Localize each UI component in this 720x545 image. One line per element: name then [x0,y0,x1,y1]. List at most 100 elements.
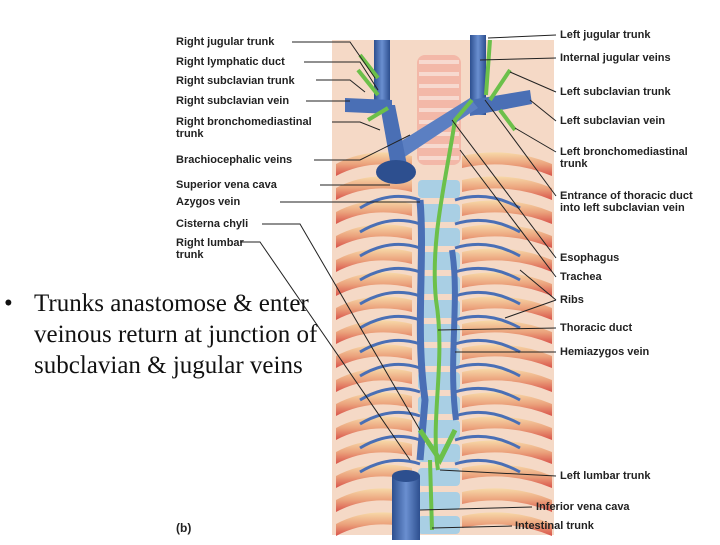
intercostal-vein [454,266,521,282]
label-internal-jugular-veins: Internal jugular veins [560,52,671,64]
label-inferior-vena-cava: Inferior vena cava [536,501,630,513]
intercostal-vein [359,338,421,354]
vertebra [418,228,460,246]
vertebra [418,252,460,270]
label-azygos-vein: Azygos vein [176,196,241,208]
intercostal-vein [454,314,521,330]
rib [462,464,552,488]
left-brachiocephalic-vein [390,98,478,160]
intercostal-vein [359,434,421,450]
label-left-bronchomediastinal-trunk: trunk [560,158,588,170]
trachea-ring [419,144,459,148]
rib [462,224,552,248]
rib [336,368,412,392]
right-brachiocephalic-vein [380,105,408,172]
rib [336,296,412,320]
label-trachea: Trachea [560,271,602,283]
rib [462,512,552,536]
intercostal-vein [359,242,421,258]
label-right-subclavian-vein: Right subclavian vein [176,95,290,107]
label-left-bronchomediastinal: Left bronchomediastinal [560,146,688,158]
figure-tag: (b) [176,521,192,535]
label-left-subclavian-trunk: Left subclavian trunk [560,86,671,98]
label-right-jugular-trunk: Right jugular trunk [176,36,275,48]
rib [336,320,412,344]
vertebra [418,180,460,198]
trachea-ring [419,72,459,76]
rib [336,224,412,248]
label-entrance-thoracic-duct-2: into left subclavian vein [560,202,685,214]
ribs [336,152,552,536]
label-left-subclavian-vein: Left subclavian vein [560,115,666,127]
intercostal-vein [359,386,421,402]
label-left-lumbar-trunk: Left lumbar trunk [560,470,651,482]
label-right-lumbar-trunk: trunk [176,249,204,261]
trachea-ring [419,96,459,100]
vertebra [418,276,460,294]
rib [336,392,412,416]
rib [462,392,552,416]
trachea-ring [419,156,459,160]
intercostal-vein [359,314,421,330]
label-entrance-thoracic-duct: Entrance of thoracic duct [560,190,693,202]
label-hemiazygos-vein: Hemiazygos vein [560,346,650,358]
leader-lines [240,34,557,529]
trachea-ring [419,84,459,88]
cisterna-chyli [417,428,458,465]
intercostal-vein [454,338,521,354]
intercostal-vein [454,434,521,450]
intercostal-vein [454,242,521,258]
bullet-text: Trunks anastomose & enter veinous return… [34,290,318,379]
label-left-jugular-trunk: Left jugular trunk [560,29,651,41]
label-superior-vena-cava: Superior vena cava [176,179,277,191]
label-right-bronchomediastinal-trunk: trunk [176,128,204,140]
intercostal-vein [454,458,521,474]
rib [462,344,552,368]
rib [462,368,552,392]
vertebra [418,492,460,510]
intestinal-trunk-line [428,459,434,531]
rib [462,488,552,512]
label-esophagus: Esophagus [560,252,620,264]
rib [462,416,552,440]
trachea-ring [419,108,459,112]
trachea-ring [419,60,459,64]
intercostal-vein [359,458,421,474]
label-cisterna-chyli: Cisterna chyli [176,218,249,230]
label-right-lumbar: Right lumbar [176,237,244,249]
left-lymph-trunks-line [484,39,517,132]
rib [336,344,412,368]
left-internal-jugular-vein [470,35,486,115]
rib [336,440,412,464]
vertebra [418,444,460,462]
intercostal-vein [359,194,421,210]
intercostal-vein [359,410,421,426]
intercostal-vein [454,218,521,234]
thoracic-duct-line [432,98,474,471]
intercostal-vein [359,290,421,306]
vertebra [418,516,460,534]
rib [462,296,552,320]
intercostal-vein [454,410,521,426]
intercostal-vein [454,194,521,210]
intercostal-vein [454,362,521,378]
right-lymphatic-duct-line [356,53,390,122]
superior-vena-cava [376,160,416,184]
intercostal-vein [454,290,521,306]
label-right-lymphatic-duct: Right lymphatic duct [176,56,285,68]
label-right-bronchomediastinal: Right bronchomediastinal [176,116,312,128]
right-subclavian-vein [345,98,392,114]
intercostal-vein [359,362,421,378]
label-intestinal-trunk: Intestinal trunk [515,520,594,532]
inferior-vena-cava [392,476,420,540]
vertebra [418,420,460,438]
rib [462,152,552,176]
hemiazygos-vein [449,249,459,421]
rib [462,248,552,272]
rib [336,272,412,296]
vertebra [418,396,460,414]
rib [336,248,412,272]
rib [336,464,412,488]
azygos-vein [416,199,429,461]
